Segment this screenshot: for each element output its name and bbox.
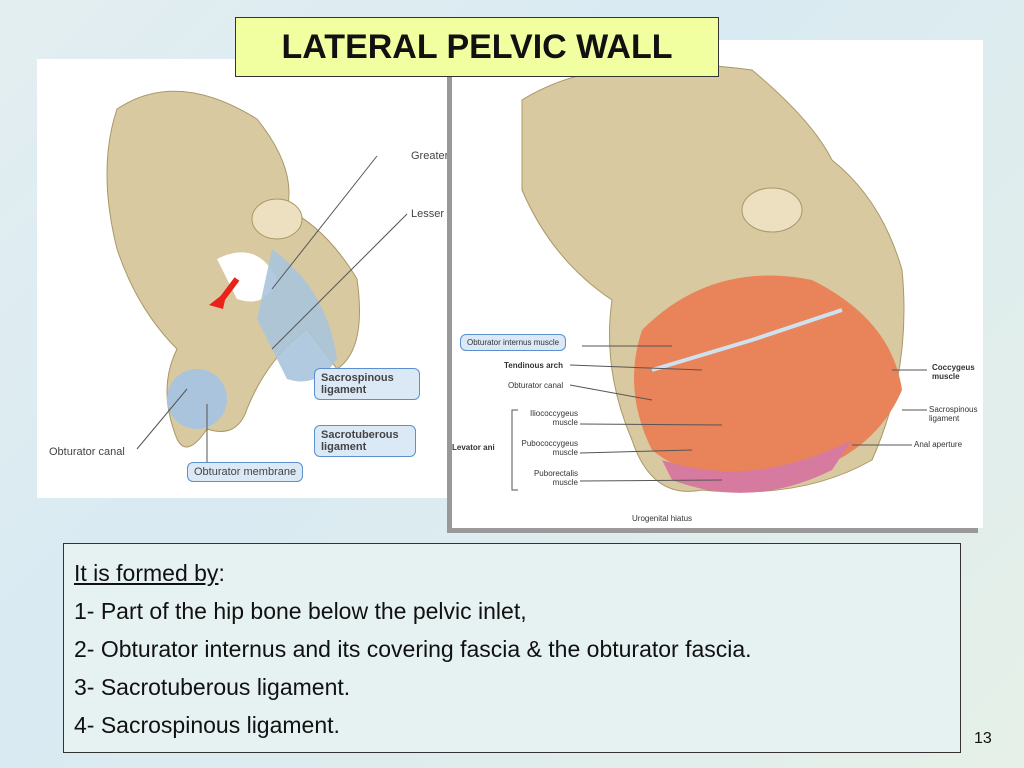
content-text-box: It is formed by: 1- Part of the hip bone…: [63, 543, 961, 753]
label-urogenital-hiatus: Urogenital hiatus: [632, 514, 693, 523]
label-pubococcygeus: Pubococcygeus muscle: [521, 439, 578, 457]
slide-title: LATERAL PELVIC WALL: [235, 17, 719, 77]
list-item: 2- Obturator internus and its covering f…: [74, 636, 752, 662]
text-heading-line: It is formed by:: [74, 554, 950, 592]
list-item: 1- Part of the hip bone below the pelvic…: [74, 598, 527, 624]
label-sacrospinous-right: Sacrospinous ligament: [929, 405, 978, 423]
pelvic-muscles-illustration: [511, 63, 927, 493]
label-sacrotuberous: Sacrotuberous ligament: [314, 425, 416, 457]
label-coccygeus: Coccygeus muscle: [932, 363, 975, 381]
label-obturator-membrane: Obturator membrane: [187, 462, 304, 482]
label-levator-ani: Levator ani: [452, 443, 495, 452]
label-greater: Greater: [411, 150, 448, 162]
label-tendinous-arch: Tendinous arch: [504, 361, 563, 370]
label-sacrospinous: Sacrospinous ligament: [314, 368, 420, 400]
right-figure-pelvic-muscles: Obturator internus muscle Tendinous arch…: [452, 40, 983, 528]
label-puborectalis: Puborectalis muscle: [533, 469, 578, 487]
label-obturator-canal-right: Obturator canal: [508, 381, 564, 390]
heading-colon: :: [218, 560, 225, 586]
label-obturator-canal: Obturator canal: [49, 446, 125, 458]
list-item: 3- Sacrotuberous ligament.: [74, 674, 351, 700]
label-iliococcygeus: Iliococcygeus muscle: [529, 409, 578, 427]
label-anal-aperture: Anal aperture: [914, 440, 963, 449]
left-figure-hip-bone: Greater Lesser Sacrospinous ligament Sac…: [37, 59, 448, 498]
label-lesser: Lesser: [411, 208, 445, 220]
text-heading: It is formed by: [74, 560, 219, 586]
hip-bone-illustration: [106, 90, 408, 464]
label-obturator-internus: Obturator internus muscle: [460, 334, 567, 351]
list-item: 4- Sacrospinous ligament.: [74, 712, 340, 738]
page-number: 13: [974, 730, 992, 747]
